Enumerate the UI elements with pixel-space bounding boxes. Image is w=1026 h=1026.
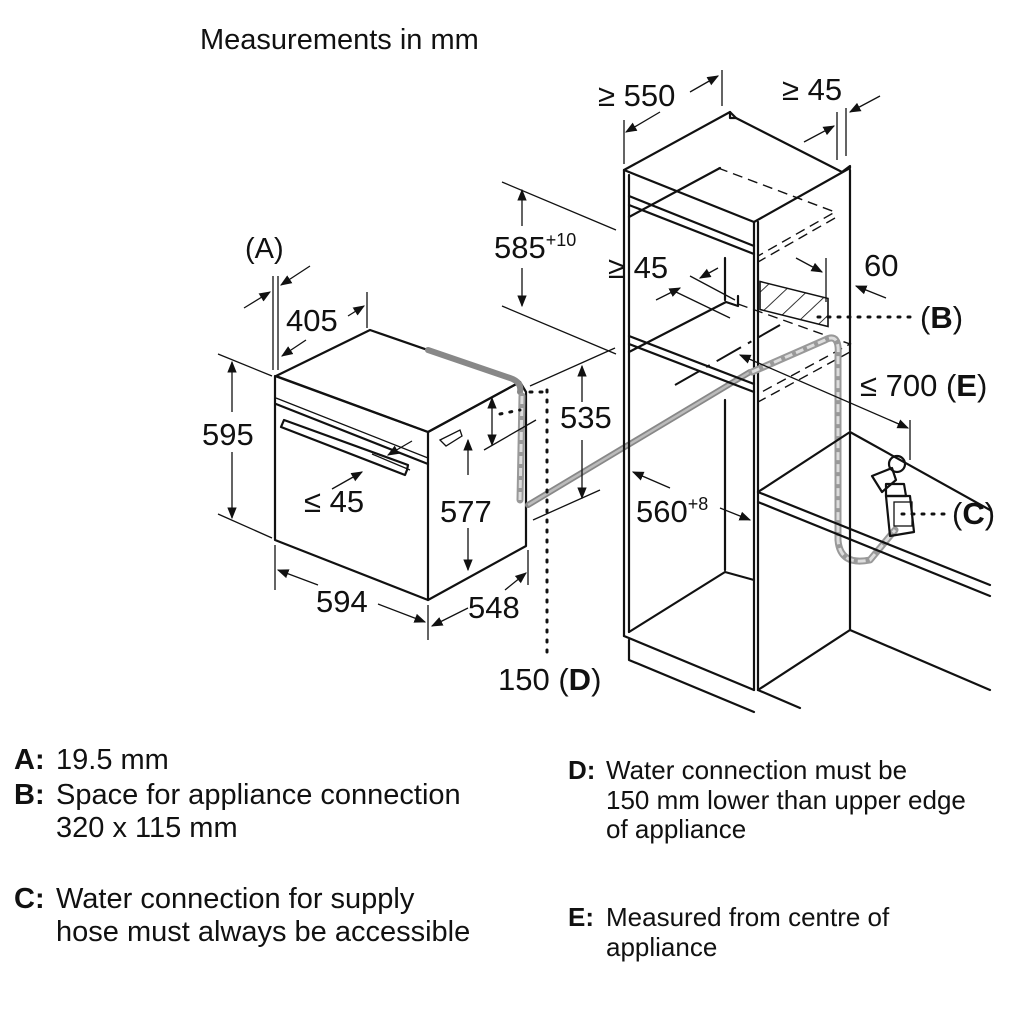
dim-niche-height-tolerance: +10 (546, 230, 577, 250)
legend-text: Water connection for supply (56, 883, 415, 915)
installation-diagram: Measurements in mm 595 594 548 (200, 24, 995, 714)
legend-item-e: E: Measured from centre of appliance (568, 902, 890, 962)
legend-key: D: (568, 755, 596, 785)
svg-text:150 (D): 150 (D) (498, 662, 601, 697)
supply-hose (516, 369, 753, 508)
legend-text: 320 x 115 mm (56, 812, 238, 844)
legend-item-c: C: Water connection for supply hose must … (14, 883, 470, 949)
legend-text: Water connection must be (606, 755, 908, 785)
dim-niche-height-585: 585 (494, 230, 546, 265)
dim-cabinet-depth-550: ≥ 550 (598, 78, 675, 113)
svg-text:560+8: 560+8 (636, 494, 708, 529)
legend-text: hose must always be accessible (56, 916, 471, 948)
svg-text:585+10: 585+10 (494, 230, 576, 265)
legend-text: Measured from centre of (606, 902, 890, 932)
dim-depth-405: 405 (286, 303, 338, 338)
dim-depth-548: 548 (468, 590, 520, 625)
callout-d: D (569, 662, 591, 697)
dim-door-45: ≤ 45 (304, 484, 364, 519)
svg-text:≤ 700 (E): ≤ 700 (E) (860, 368, 987, 403)
dim-rear-space-60: 60 (864, 248, 898, 283)
tall-cabinet (622, 110, 899, 714)
dim-width-594: 594 (316, 584, 368, 619)
legend-text: Space for appliance connection (56, 779, 461, 811)
legend-text: 150 mm lower than upper edge (606, 784, 966, 815)
svg-text:(B): (B) (920, 300, 963, 335)
adjacent-counter (756, 430, 992, 710)
dim-150: 150 (498, 662, 550, 697)
dim-shelf-gap-45: ≥ 45 (608, 250, 668, 285)
dim-height-595: 595 (202, 417, 254, 452)
oven-handle (279, 418, 410, 477)
dim-niche-width-tolerance: +8 (688, 494, 709, 514)
water-tap-icon (870, 454, 916, 538)
diagram-title: Measurements in mm (200, 24, 479, 56)
oven-appliance (273, 328, 528, 602)
legend-key: B: (14, 779, 45, 811)
legend-key: E: (568, 902, 594, 932)
legend-item-d: D: Water connection must be 150 mm lower … (568, 755, 966, 845)
legend-text: of appliance (606, 814, 747, 844)
legend-item-a: A: 19.5 mm (14, 744, 169, 777)
svg-text:(A): (A) (245, 233, 284, 265)
legend-key: C: (14, 883, 45, 915)
callout-e: E (956, 368, 977, 403)
legend-item-b: B: Space for appliance connection 320 x 1… (14, 779, 461, 845)
dim-hose-700: ≤ 700 (860, 368, 937, 403)
dim-height-535: 535 (560, 400, 612, 435)
svg-text:(C): (C) (952, 496, 995, 531)
callout-a: (A) (245, 233, 284, 265)
dim-height-577: 577 (440, 494, 492, 529)
legend-text: 19.5 mm (56, 744, 169, 776)
legend-key: A: (14, 744, 45, 776)
legend-text: appliance (606, 931, 718, 962)
dim-side-clearance-45: ≥ 45 (782, 72, 842, 107)
dim-niche-width-560: 560 (636, 494, 688, 529)
